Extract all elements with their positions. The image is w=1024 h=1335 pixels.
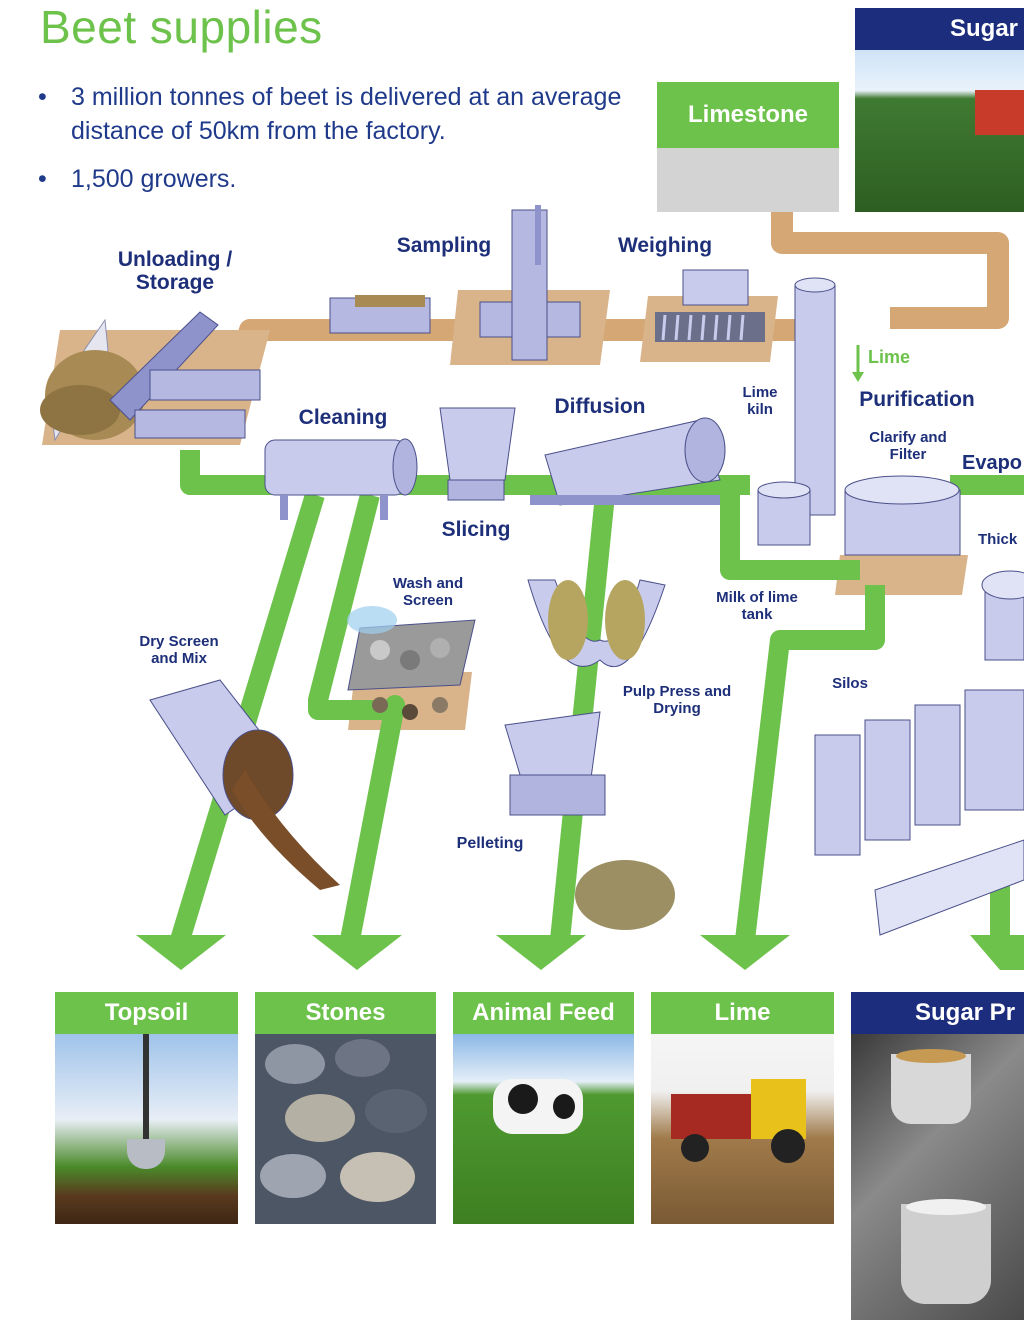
label-wash-screen: Wash and Screen bbox=[392, 575, 464, 609]
label-weighing: Weighing bbox=[617, 234, 713, 257]
label-cleaning: Cleaning bbox=[298, 406, 388, 429]
label-dry-screen: Dry Screen and Mix bbox=[139, 633, 219, 667]
output-lime-label: Lime bbox=[651, 992, 834, 1034]
arrow-stones bbox=[312, 935, 402, 970]
sugar-beet-field-image bbox=[855, 50, 1024, 212]
cleaning-drum-illustration bbox=[264, 438, 418, 520]
output-animal-feed-label: Animal Feed bbox=[453, 992, 634, 1034]
label-lime-input: Lime bbox=[868, 347, 911, 367]
animal-feed-cow-image bbox=[453, 1034, 634, 1224]
spade-handle bbox=[143, 1034, 149, 1144]
thick-juice-tank-illustration bbox=[981, 570, 1024, 661]
label-thick-juice: Thick bbox=[978, 532, 1018, 548]
arrow-sugar bbox=[970, 935, 1024, 970]
sugar-products-image bbox=[851, 1034, 1024, 1320]
sampling-illustration bbox=[329, 205, 581, 361]
label-unloading: Unloading / Storage bbox=[117, 248, 233, 295]
pelleting-illustration bbox=[504, 711, 675, 930]
bullet-text: 3 million tonnes of beet is delivered at… bbox=[71, 83, 622, 145]
lime-kiln-illustration bbox=[757, 277, 836, 546]
output-stones-label: Stones bbox=[255, 992, 436, 1034]
output-sugar-label: Sugar Pr bbox=[851, 992, 1024, 1034]
label-silos: Silos bbox=[832, 675, 868, 692]
stones-image bbox=[255, 1034, 436, 1224]
slicing-hopper-illustration bbox=[439, 407, 516, 501]
dry-screen-drum-illustration bbox=[149, 679, 340, 890]
bullet-dot: • bbox=[38, 165, 47, 193]
bullet-dot: • bbox=[38, 83, 47, 111]
topsoil-image bbox=[55, 1034, 238, 1224]
wash-screen-illustration bbox=[347, 606, 476, 720]
diffusion-drum-illustration bbox=[530, 417, 726, 506]
harvester-shape bbox=[975, 90, 1024, 135]
arrow-feed bbox=[496, 935, 586, 970]
label-purification: Purification bbox=[859, 388, 975, 411]
lime-arrow-head bbox=[852, 372, 864, 382]
spade-blade bbox=[127, 1139, 165, 1169]
label-diffusion: Diffusion bbox=[554, 395, 646, 418]
label-clarify-filter: Clarify and Filter bbox=[869, 429, 947, 463]
page-title: Beet supplies bbox=[40, 1, 323, 53]
unloading-trucks-illustration bbox=[40, 311, 261, 442]
output-topsoil-label: Topsoil bbox=[55, 992, 238, 1034]
limestone-box: Limestone bbox=[657, 82, 839, 148]
silos-illustration bbox=[814, 689, 1024, 936]
sugar-box-label: Sugar bbox=[949, 15, 1018, 42]
label-milk-of-lime: Milk of lime tank bbox=[716, 589, 798, 623]
label-sampling: Sampling bbox=[396, 234, 492, 257]
output-arrows bbox=[136, 935, 1024, 970]
limestone-image bbox=[657, 148, 839, 212]
label-pelleting: Pelleting bbox=[456, 835, 524, 852]
weighing-illustration bbox=[655, 269, 765, 342]
arrow-topsoil bbox=[136, 935, 226, 970]
output-sugar-label-text: Sugar Pr bbox=[915, 999, 1016, 1026]
pulp-press-illustration bbox=[527, 579, 666, 668]
label-evaporation: Evapo bbox=[962, 452, 1023, 474]
label-pulp-press: Pulp Press and Drying bbox=[622, 683, 732, 717]
arrow-lime bbox=[700, 935, 790, 970]
bullet-text: 1,500 growers. bbox=[71, 165, 237, 193]
lime-tractor-image bbox=[651, 1034, 834, 1224]
sugar-box: Sugar bbox=[855, 8, 1024, 50]
label-slicing: Slicing bbox=[441, 518, 511, 541]
purification-tank-illustration bbox=[844, 475, 961, 556]
label-lime-kiln: Lime kiln bbox=[742, 384, 778, 418]
